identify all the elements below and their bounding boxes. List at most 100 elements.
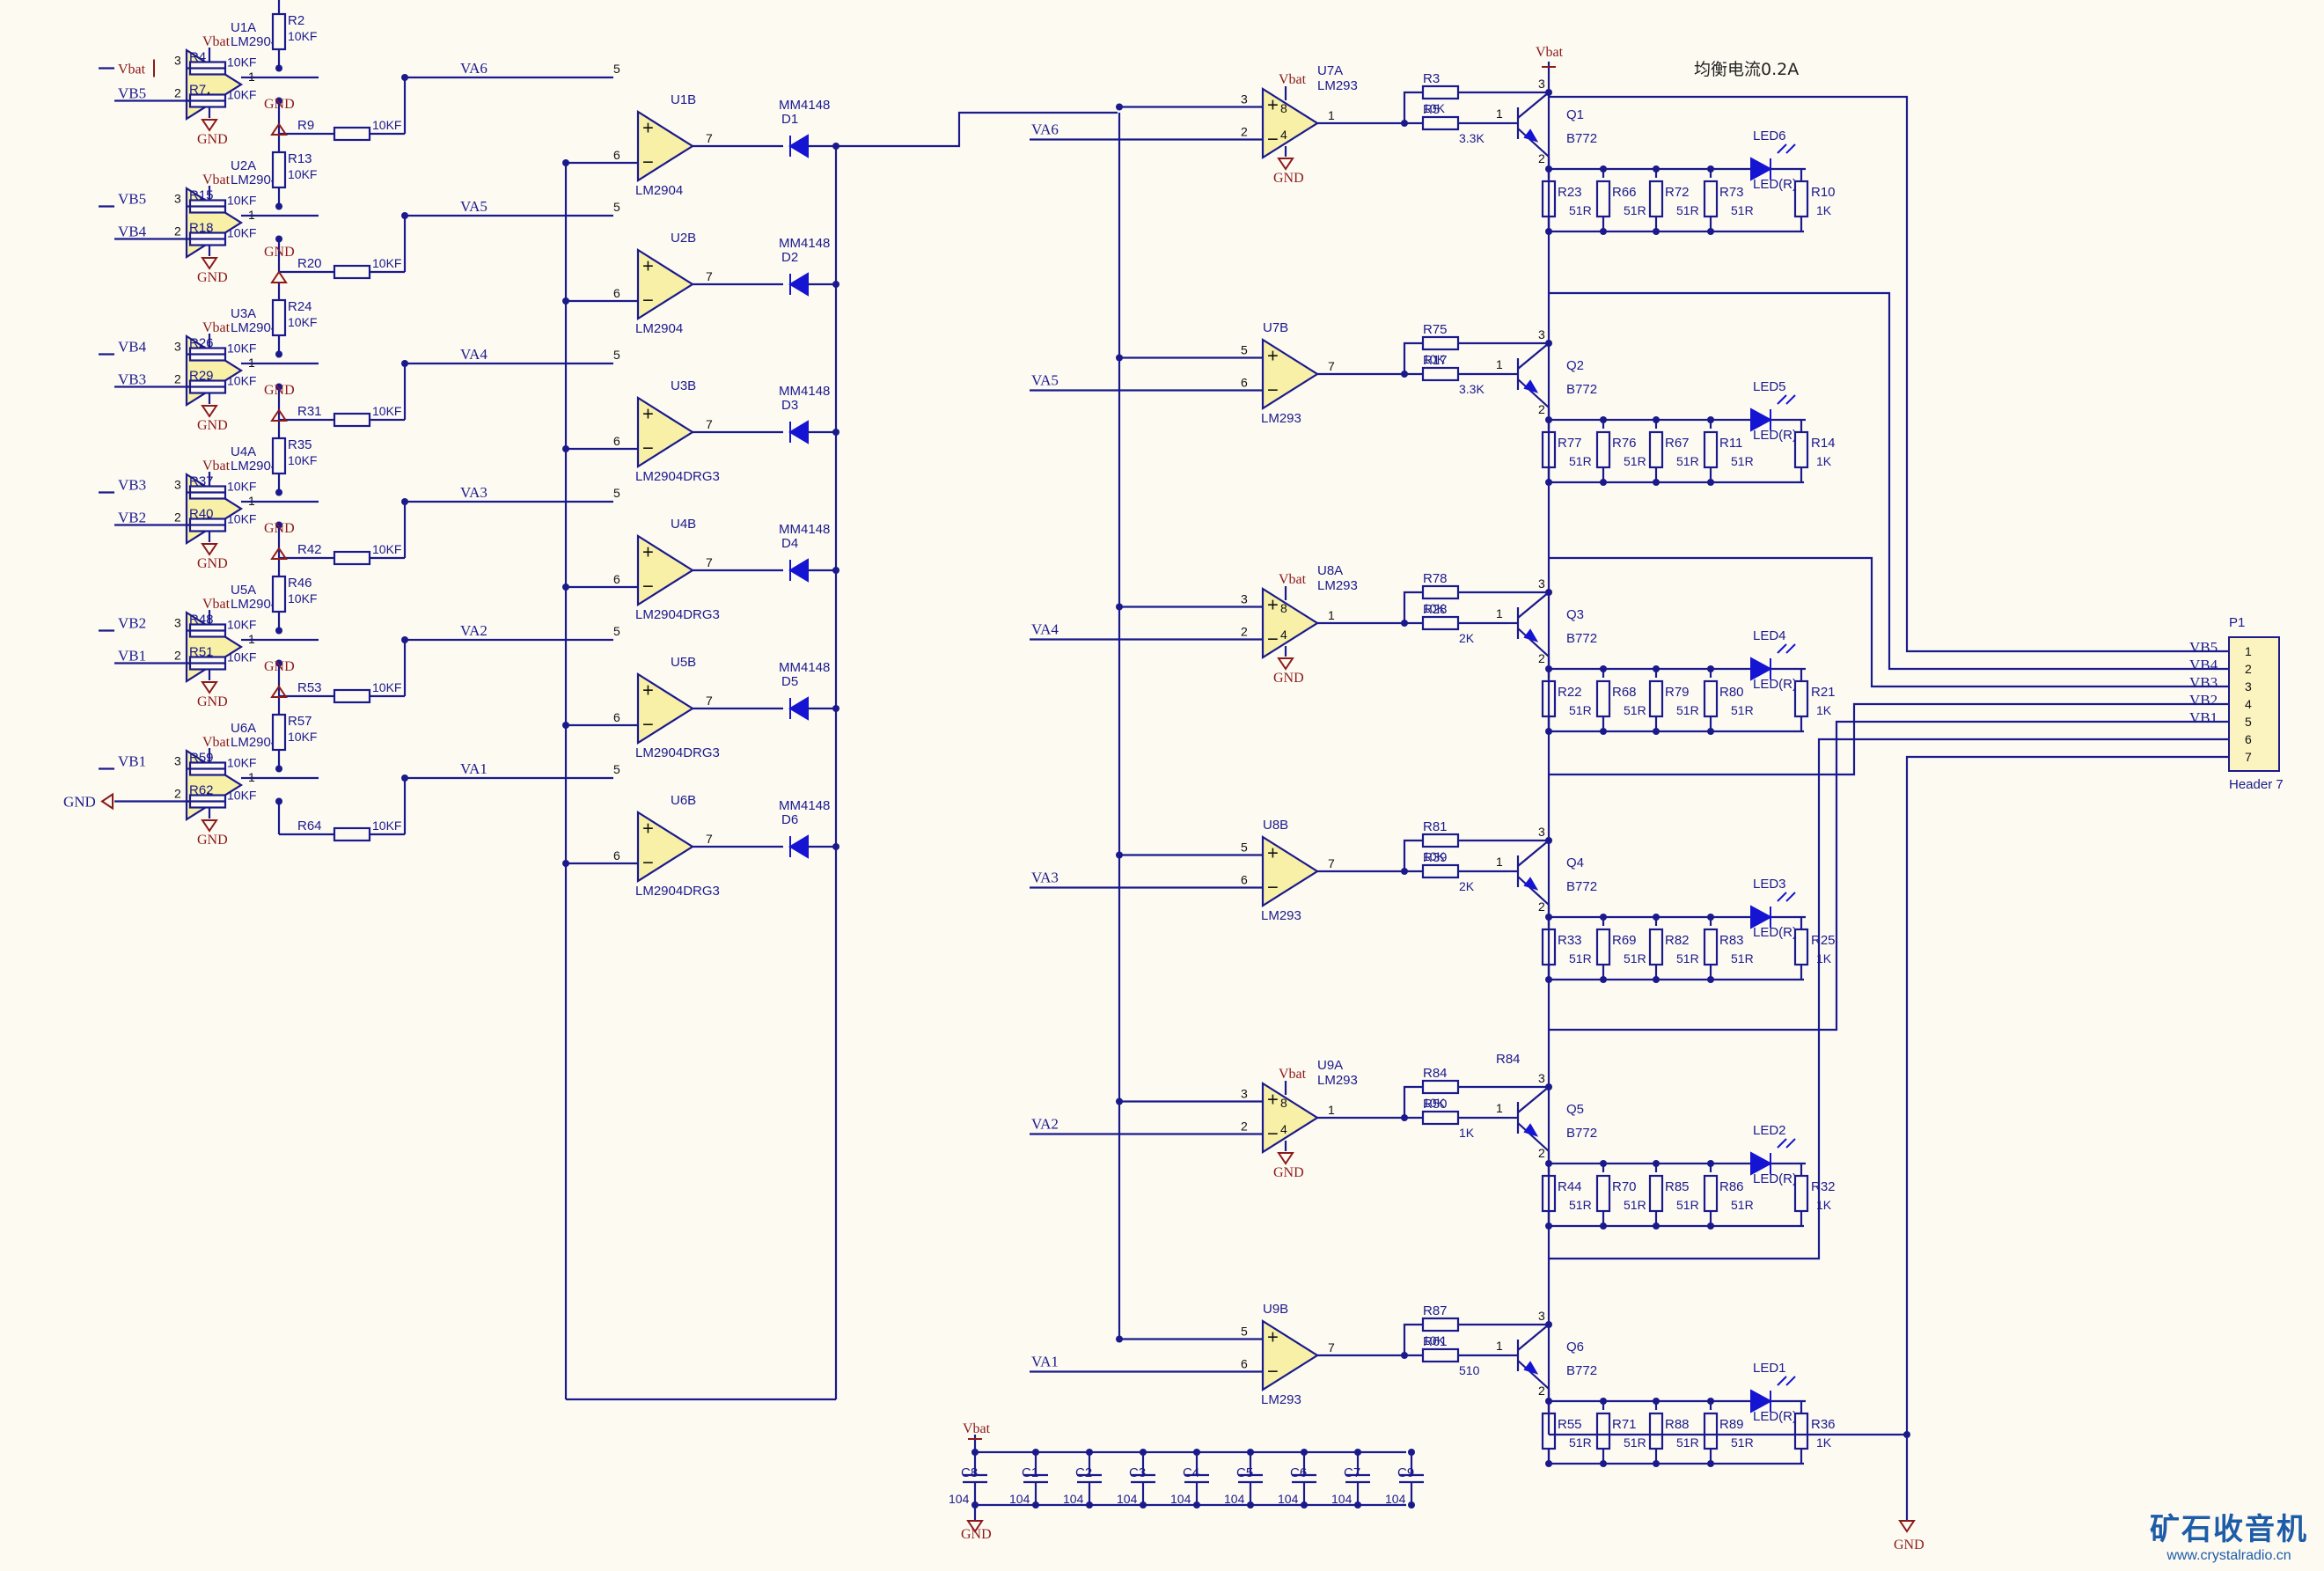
- pin-number: 3: [1241, 1087, 1248, 1101]
- resistor-ref: R26: [189, 336, 214, 351]
- gnd-label: GND: [1894, 1538, 1924, 1553]
- opamp-part: LM293: [1261, 908, 1301, 923]
- wire: [1785, 643, 1796, 654]
- resistor-body: [271, 575, 287, 613]
- resistor-ref: R2: [288, 13, 304, 28]
- resistor-ref: R22: [1558, 685, 1582, 700]
- resistor-body: [1421, 584, 1460, 600]
- pin-number: 1: [1328, 108, 1335, 122]
- arrow-icon: [1523, 1123, 1539, 1137]
- gnd-label: GND: [264, 383, 295, 398]
- diode-part: MM4148: [779, 522, 830, 537]
- resistor-body: [1421, 335, 1460, 351]
- wire: [1549, 291, 2229, 671]
- junction-dot: [1707, 228, 1714, 235]
- pin-number: 7: [706, 417, 713, 431]
- opamp-symbol: [636, 396, 695, 468]
- pin-number: 4: [1280, 628, 1287, 642]
- resistor-ref: R46: [288, 576, 312, 591]
- resistor-value: 51R: [1569, 454, 1592, 468]
- minus-sign: −: [1267, 1361, 1279, 1383]
- resistor-ref: R72: [1665, 185, 1690, 200]
- resistor-value: 10KF: [227, 374, 256, 388]
- transistor-part: B772: [1566, 879, 1597, 894]
- resistor-ref: R24: [288, 299, 312, 314]
- plus-sign: +: [642, 117, 654, 139]
- junction-dot: [275, 383, 282, 391]
- resistor-value: 51R: [1624, 1435, 1646, 1450]
- wire: [1785, 1376, 1796, 1386]
- watermark-text: 矿石收音机: [2150, 1512, 2308, 1547]
- junction-dot: [275, 235, 282, 243]
- plus-sign: +: [642, 541, 654, 563]
- pin-number: 2: [174, 372, 181, 386]
- gnd-icon: [1277, 158, 1294, 171]
- transistor-part: B772: [1566, 631, 1597, 646]
- capacitor-ref: C2: [1075, 1465, 1092, 1480]
- wire: [836, 111, 1118, 148]
- junction-dot: [1140, 1501, 1147, 1509]
- resistor-body: [333, 550, 371, 566]
- diode-symbol: [788, 834, 809, 859]
- resistor-ref: R3: [1423, 71, 1440, 86]
- junction-dot: [1408, 1449, 1415, 1456]
- minus-sign: −: [642, 437, 654, 459]
- resistor-ref: R9: [297, 118, 314, 133]
- pin-number: 2: [1538, 1384, 1545, 1398]
- opamp-symbol: [636, 811, 695, 883]
- junction-dot: [1707, 416, 1714, 423]
- resistor-value: 510: [1459, 1363, 1480, 1377]
- junction-dot: [1653, 914, 1660, 921]
- pin-number: 2: [1538, 651, 1545, 665]
- opamp-symbol: [1261, 1082, 1320, 1154]
- resistor-value: 10KF: [227, 512, 256, 526]
- pin-number: 5: [613, 624, 620, 638]
- resistor-ref: R75: [1423, 322, 1448, 337]
- gnd-icon: [201, 819, 218, 833]
- header-pin: 7: [2245, 750, 2252, 764]
- wire: [1403, 591, 1423, 623]
- resistor-body: [271, 298, 287, 337]
- led-part: LED(R): [1753, 925, 1797, 940]
- resistor-value: 3.3K: [1459, 131, 1485, 145]
- junction-dot: [1116, 1335, 1123, 1343]
- led-ref: LED3: [1753, 877, 1786, 892]
- led-part: LED(R): [1753, 428, 1797, 443]
- diode-part: MM4148: [779, 98, 830, 113]
- pin-number: 7: [706, 131, 713, 145]
- resistor-value: 10KF: [227, 55, 256, 70]
- led-icon: [1750, 1151, 1773, 1176]
- vbat-label: Vbat: [202, 735, 231, 750]
- minus-sign: −: [642, 290, 654, 312]
- gnd-label: GND: [1273, 171, 1304, 186]
- junction-dot: [1032, 1449, 1039, 1456]
- resistor-ref: R14: [1811, 436, 1836, 451]
- resistor-body: [1421, 1110, 1460, 1126]
- diode-symbol: [788, 696, 809, 721]
- opamp-symbol: [636, 534, 695, 606]
- opamp-part: LM293: [1317, 578, 1358, 593]
- opamp-symbol: [1261, 1319, 1320, 1391]
- wire: [1777, 394, 1787, 405]
- resistor-ref: R86: [1719, 1179, 1744, 1194]
- pin-number: 2: [1241, 125, 1248, 139]
- pin-number: 1: [1496, 357, 1503, 371]
- junction-dot: [1600, 416, 1607, 423]
- wire: [1517, 591, 1550, 619]
- junction-dot: [1707, 914, 1714, 921]
- minus-sign: −: [1267, 379, 1279, 401]
- opamp-part: LM2904: [231, 34, 278, 49]
- vbat-label: Vbat: [202, 597, 231, 612]
- diff-amp-u5a: +−84VbatGNDU5ALM2904321R4810KFR5110KFVB2…: [99, 521, 620, 709]
- pin-number: 2: [1538, 899, 1545, 914]
- wire: [1777, 1138, 1787, 1149]
- pin-number: 7: [1328, 856, 1335, 870]
- resistor-body: [1793, 679, 1809, 718]
- pin-number: 5: [1241, 841, 1248, 855]
- resistor-value: 10KF: [227, 618, 256, 632]
- resistor-body: [1595, 1412, 1611, 1450]
- gnd-label: GND: [264, 97, 295, 112]
- resistor-ref: R62: [189, 783, 214, 798]
- pin-number: 7: [706, 269, 713, 283]
